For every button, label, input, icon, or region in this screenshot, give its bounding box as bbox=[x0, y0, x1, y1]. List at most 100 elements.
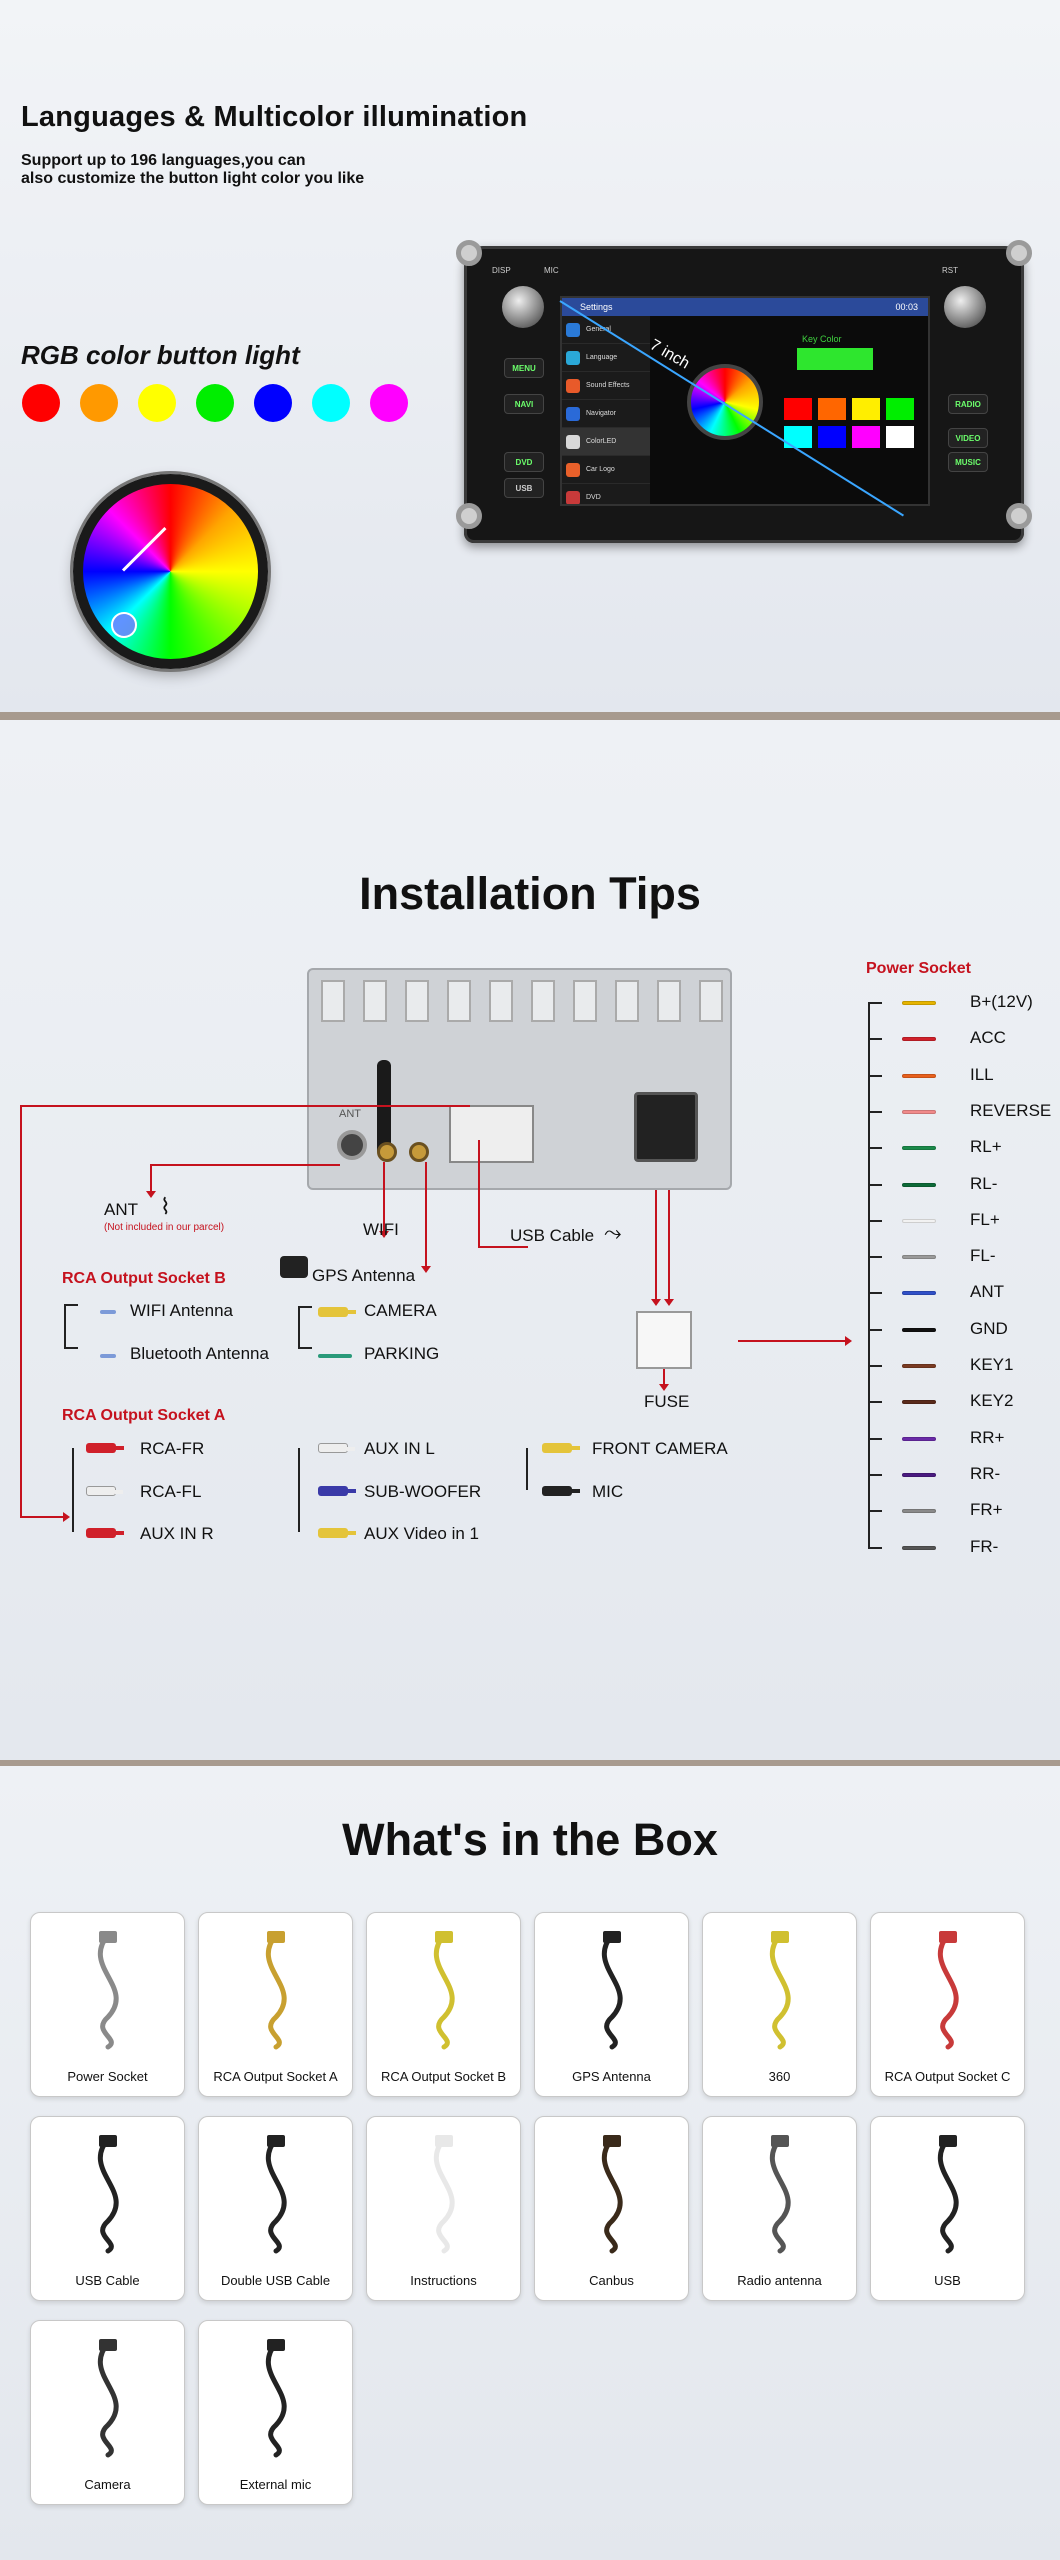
box-item-card: 360 bbox=[702, 1912, 857, 2097]
settings-menu-item[interactable]: Car Logo bbox=[562, 456, 650, 484]
settings-menu-item[interactable]: Sound Effects bbox=[562, 372, 650, 400]
color-swatch[interactable] bbox=[886, 426, 914, 448]
box-item-card: USB bbox=[870, 2116, 1025, 2301]
power-wire-icon bbox=[902, 1073, 936, 1078]
fuse-icon bbox=[636, 1311, 692, 1369]
power-wire-label: ACC bbox=[970, 1028, 1006, 1048]
settings-menu-item[interactable]: General bbox=[562, 316, 650, 344]
rca-b-item: WIFI Antenna bbox=[130, 1301, 233, 1320]
heatsink-fin bbox=[531, 980, 555, 1022]
bracket-tick bbox=[868, 1147, 882, 1150]
color-swatch-grid bbox=[784, 398, 914, 448]
box-item-caption: Radio antenna bbox=[737, 2273, 822, 2288]
camera-plug-icon bbox=[318, 1307, 356, 1317]
subtitle-line-2: also customize the button light color yo… bbox=[21, 170, 365, 187]
bracket-tick bbox=[868, 1256, 882, 1259]
power-wire-label: KEY2 bbox=[970, 1391, 1014, 1411]
gps-antenna-label: GPS Antenna bbox=[312, 1266, 416, 1285]
wifi-port bbox=[377, 1142, 397, 1162]
power-wire-label: RR+ bbox=[970, 1427, 1005, 1447]
color-swatch[interactable] bbox=[818, 398, 846, 420]
box-item-image bbox=[891, 2131, 1006, 2256]
navi-button[interactable]: NAVI bbox=[504, 394, 544, 414]
usb-cable-icon: ⤳ bbox=[604, 1220, 622, 1245]
leader-line bbox=[664, 1190, 674, 1306]
wheel-needle bbox=[121, 527, 167, 572]
installation-section: Installation Tips ANT ANT (Not included … bbox=[0, 720, 1060, 1760]
aux-item: AUX IN L bbox=[364, 1439, 435, 1458]
bracket-line bbox=[64, 1304, 66, 1348]
bracket-tick bbox=[868, 1183, 882, 1186]
wheel-knob bbox=[111, 612, 137, 638]
power-wire-icon bbox=[902, 1436, 936, 1441]
volume-knob[interactable] bbox=[502, 286, 544, 328]
settings-menu-item[interactable]: Navigator bbox=[562, 400, 650, 428]
aux-item: AUX Video in 1 bbox=[364, 1524, 479, 1543]
box-item-image bbox=[387, 1927, 502, 2052]
color-dot[interactable] bbox=[80, 384, 118, 422]
disp-label: DISP bbox=[492, 266, 511, 275]
color-swatch[interactable] bbox=[852, 426, 880, 448]
heatsink-fin bbox=[573, 980, 597, 1022]
box-contents-section: What's in the Box Power Socket RCA Outpu… bbox=[0, 1766, 1060, 2560]
gps-antenna-stub bbox=[377, 1060, 391, 1156]
screen-clock: 00:03 bbox=[895, 302, 918, 312]
box-item-caption: RCA Output Socket A bbox=[213, 2069, 338, 2084]
rca-a-item: RCA-FL bbox=[140, 1482, 202, 1501]
color-dots bbox=[22, 384, 408, 422]
bracket-tick bbox=[868, 1510, 882, 1513]
mic-label: MIC bbox=[592, 1482, 624, 1501]
power-wire-label: REVERSE bbox=[970, 1100, 1052, 1120]
color-swatch[interactable] bbox=[784, 426, 812, 448]
color-wheel-icon bbox=[73, 474, 268, 669]
leader-line bbox=[20, 1105, 22, 1517]
color-dot[interactable] bbox=[138, 384, 176, 422]
settings-menu-item[interactable]: DVD bbox=[562, 484, 650, 504]
settings-icon bbox=[566, 462, 580, 477]
radio-button[interactable]: RADIO bbox=[948, 394, 988, 414]
color-dot[interactable] bbox=[312, 384, 350, 422]
power-wire-icon bbox=[902, 1255, 936, 1260]
settings-menu-label: Sound Effects bbox=[586, 382, 630, 389]
settings-menu-label: Navigator bbox=[586, 410, 616, 417]
key-color-preview bbox=[797, 348, 873, 370]
rca-fl-plug-icon bbox=[86, 1486, 123, 1496]
power-wire-icon bbox=[902, 1291, 936, 1296]
leader-line bbox=[379, 1162, 389, 1238]
front-camera-plug-icon bbox=[542, 1443, 580, 1453]
tune-knob[interactable] bbox=[944, 286, 986, 328]
music-button[interactable]: MUSIC bbox=[948, 452, 988, 472]
settings-menu-item[interactable]: Language bbox=[562, 344, 650, 372]
color-swatch[interactable] bbox=[784, 398, 812, 420]
gps-puck-icon bbox=[280, 1256, 308, 1278]
video-button[interactable]: VIDEO bbox=[948, 428, 988, 448]
bracket-line bbox=[298, 1306, 312, 1308]
box-item-caption: Double USB Cable bbox=[220, 2273, 331, 2288]
color-swatch[interactable] bbox=[852, 398, 880, 420]
color-dot[interactable] bbox=[22, 384, 60, 422]
color-dot[interactable] bbox=[370, 384, 408, 422]
menu-button[interactable]: MENU bbox=[504, 358, 544, 378]
settings-menu-label: ColorLED bbox=[586, 438, 617, 445]
dvd-button[interactable]: DVD bbox=[504, 452, 544, 472]
bracket-tick bbox=[868, 1110, 882, 1113]
power-wire-icon bbox=[902, 1509, 936, 1514]
bracket-tick bbox=[868, 1437, 882, 1440]
settings-menu-item[interactable]: ColorLED bbox=[562, 428, 650, 456]
box-item-card: Power Socket bbox=[30, 1912, 185, 2097]
installation-title: Installation Tips bbox=[359, 868, 701, 919]
bracket-tick bbox=[868, 1546, 882, 1549]
color-swatch[interactable] bbox=[818, 426, 846, 448]
color-swatch[interactable] bbox=[886, 398, 914, 420]
screen-title: Settings bbox=[580, 302, 613, 312]
settings-icon bbox=[566, 322, 580, 337]
power-wire-icon bbox=[902, 1472, 936, 1477]
color-dot[interactable] bbox=[196, 384, 234, 422]
power-wire-label: FL- bbox=[970, 1246, 996, 1266]
power-wire-label: RR- bbox=[970, 1463, 1001, 1483]
bracket-tick bbox=[868, 1328, 882, 1331]
color-dot[interactable] bbox=[254, 384, 292, 422]
bracket-tick bbox=[868, 1038, 882, 1041]
box-item-caption: External mic bbox=[239, 2477, 312, 2492]
box-item-card: RCA Output Socket C bbox=[870, 1912, 1025, 2097]
